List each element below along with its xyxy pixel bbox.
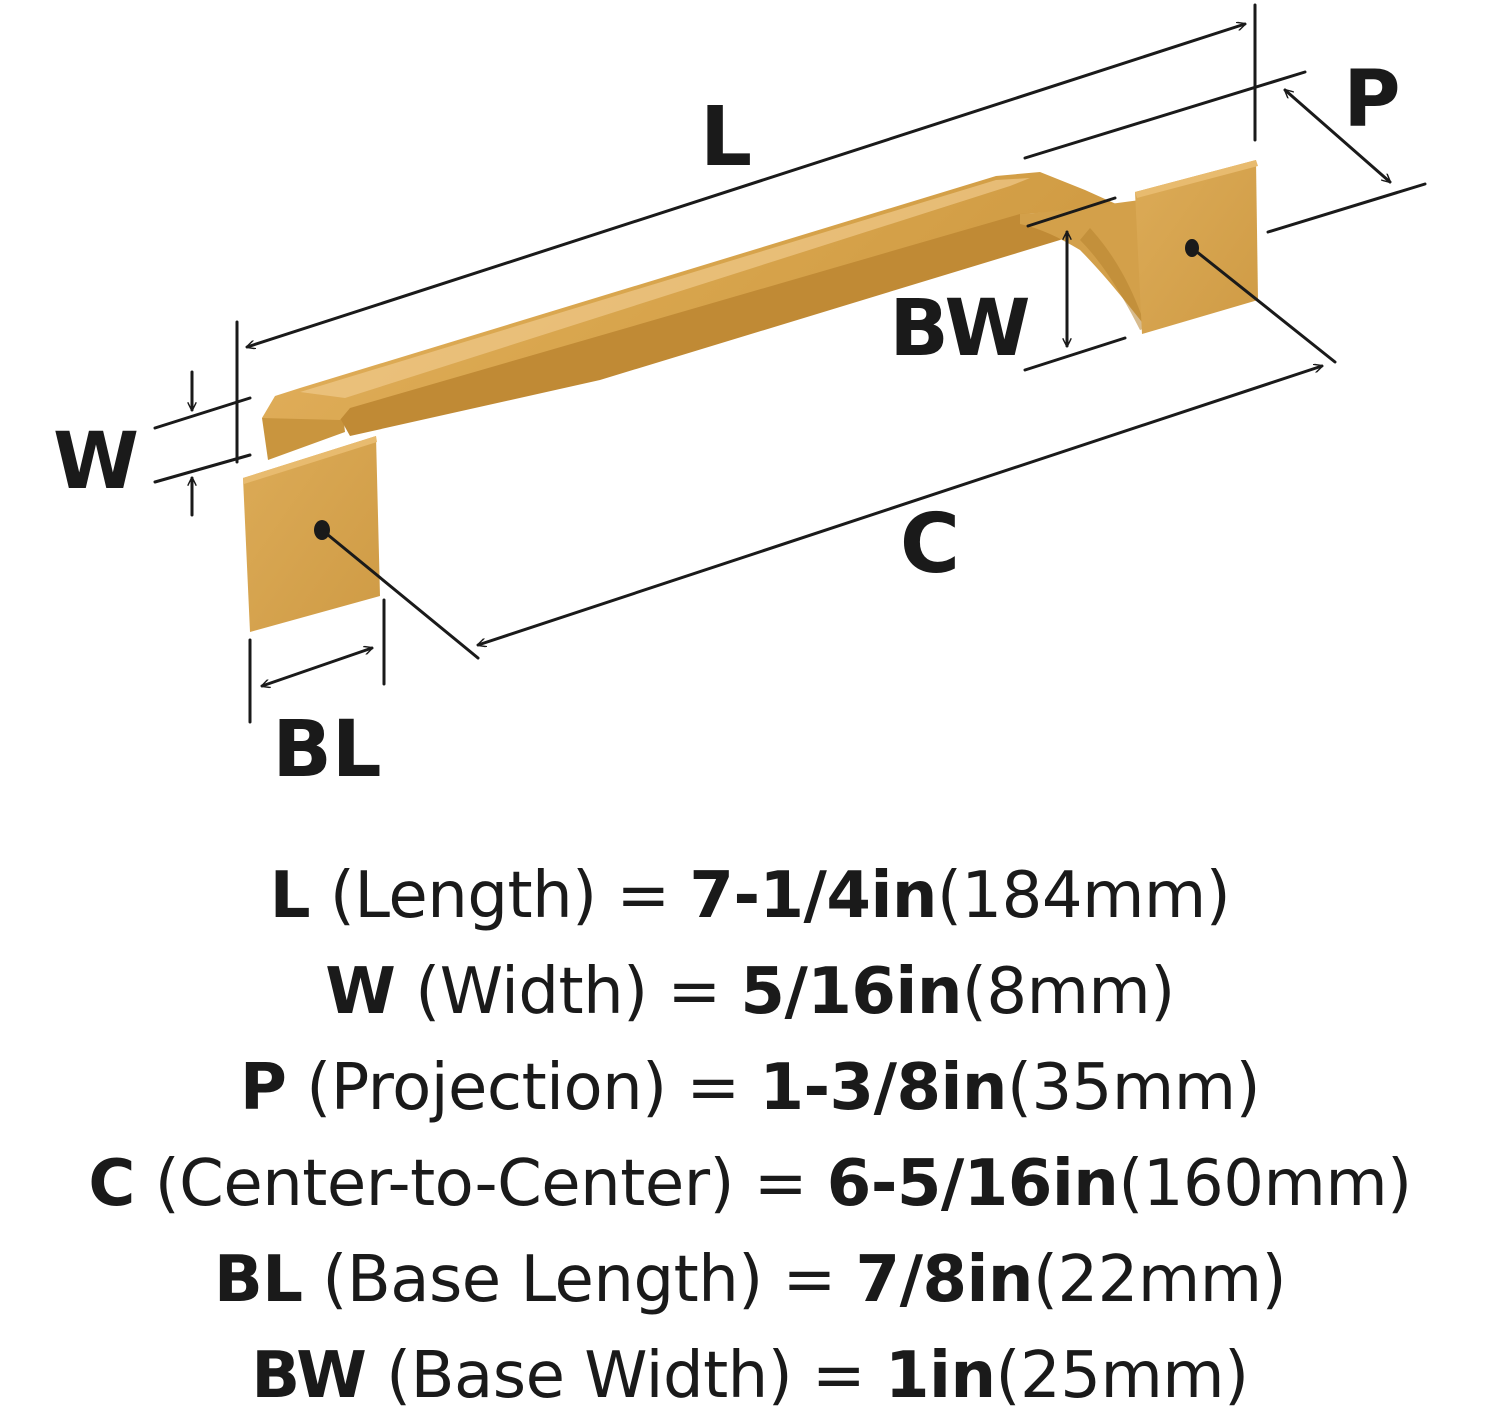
spec-name: (Projection) [306, 1051, 667, 1125]
dim-label-projection: P [1343, 55, 1400, 145]
handle-left-base-edge [243, 436, 377, 484]
spec-length: L (Length) = 7-1/4in(184mm) [0, 848, 1500, 944]
spec-width: W (Width) = 5/16in(8mm) [0, 944, 1500, 1040]
dim-label-center: C [900, 497, 960, 592]
projection-extension-top [1023, 70, 1307, 160]
spec-imperial: 7/8in [855, 1243, 1034, 1317]
spec-metric: (160mm) [1118, 1147, 1412, 1221]
base-width-extension-bottom [1023, 336, 1127, 372]
width-extension-bottom [153, 453, 252, 484]
spec-key: P [239, 1051, 287, 1125]
spec-imperial: 6-5/16in [826, 1147, 1119, 1221]
spec-base-length: BL (Base Length) = 7/8in(22mm) [0, 1232, 1500, 1328]
spec-name: (Base Width) [386, 1339, 793, 1413]
center-extension-right [1190, 246, 1337, 364]
center-extension-left [320, 528, 480, 660]
spec-imperial: 5/16in [740, 955, 962, 1029]
spec-key: W [325, 955, 396, 1029]
spec-equals: = [667, 955, 721, 1029]
dimension-spec-list: L (Length) = 7-1/4in(184mm) W (Width) = … [0, 848, 1500, 1424]
spec-metric: (22mm) [1032, 1243, 1287, 1317]
spec-imperial: 7-1/4in [689, 859, 937, 933]
cabinet-pull-handle [243, 160, 1258, 632]
spec-center-to-center: C (Center-to-Center) = 6-5/16in(160mm) [0, 1136, 1500, 1232]
center-dimension-line [478, 366, 1322, 645]
spec-imperial: 1-3/8in [759, 1051, 1007, 1125]
base-width-extension-top [1026, 196, 1117, 228]
handle-dimension-diagram: L P BW W C BL [53, 3, 1427, 795]
spec-equals: = [753, 1147, 808, 1221]
dim-label-base-length: BL [272, 705, 381, 795]
base-length-dimension-line [262, 648, 372, 686]
spec-name: (Center-to-Center) [154, 1147, 735, 1221]
spec-projection: P (Projection) = 1-3/8in(35mm) [0, 1040, 1500, 1136]
spec-metric: (8mm) [961, 955, 1175, 1029]
spec-name: (Width) [415, 955, 648, 1029]
spec-base-width: BW (Base Width) = 1in(25mm) [0, 1328, 1500, 1424]
handle-right-leg [1020, 200, 1148, 330]
spec-equals: = [782, 1243, 837, 1317]
projection-extension-bottom [1266, 182, 1427, 234]
spec-name: (Length) [329, 859, 597, 933]
length-dimension-line [247, 24, 1245, 347]
spec-key: C [88, 1147, 135, 1221]
spec-key: BW [251, 1339, 367, 1413]
spec-key: L [269, 859, 311, 933]
spec-metric: (35mm) [1006, 1051, 1261, 1125]
spec-name: (Base Length) [322, 1243, 763, 1317]
spec-metric: (25mm) [995, 1339, 1250, 1413]
spec-imperial: 1in [885, 1339, 996, 1413]
dim-label-width: W [53, 417, 139, 507]
projection-dimension-line [1285, 90, 1390, 182]
dim-label-base-width: BW [889, 284, 1030, 374]
width-extension-top [153, 396, 252, 430]
spec-equals: = [686, 1051, 740, 1125]
spec-equals: = [812, 1339, 866, 1413]
handle-left-base [243, 436, 380, 632]
spec-key: BL [213, 1243, 303, 1317]
spec-metric: (184mm) [936, 859, 1231, 933]
dimension-lines [153, 3, 1427, 724]
dim-label-length: L [700, 90, 752, 185]
spec-equals: = [616, 859, 670, 933]
